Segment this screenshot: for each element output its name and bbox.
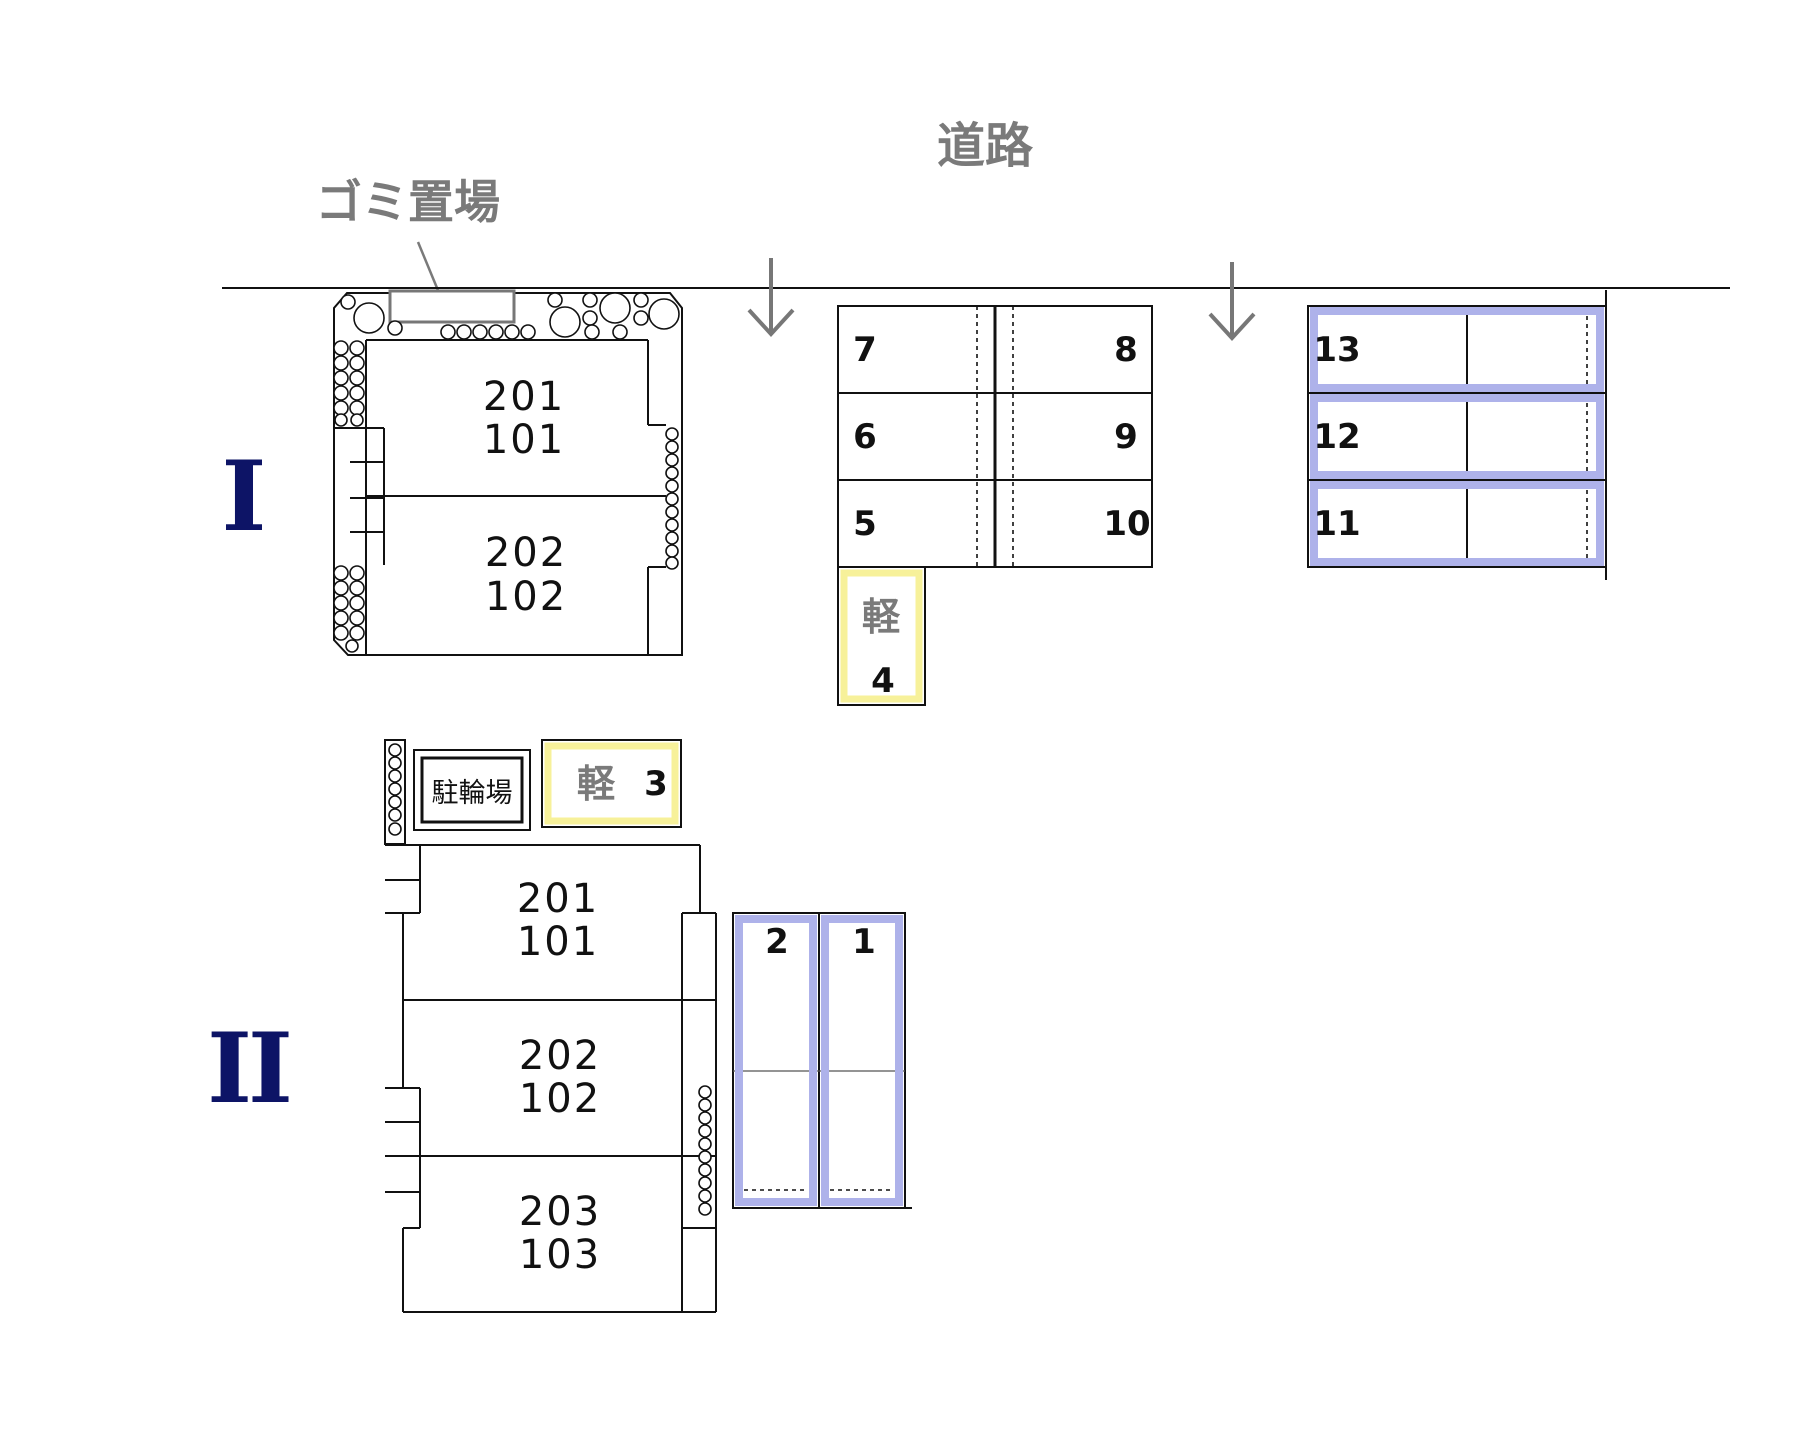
parking-block-11-13 xyxy=(1307,290,1607,580)
parking-space-8: 8 xyxy=(1114,330,1138,370)
building-2-unit-103: 103 xyxy=(519,1232,601,1278)
parking-space-5: 5 xyxy=(853,504,877,544)
parking-space-1: 1 xyxy=(852,922,876,962)
building-2-unit-101: 101 xyxy=(517,919,599,965)
building-1-unit-201: 201 xyxy=(483,374,565,420)
entrance-arrow-icon xyxy=(1208,262,1256,341)
parking-space-2: 2 xyxy=(765,922,789,962)
parking-block-1-2 xyxy=(732,912,912,1209)
building-2-unit-102: 102 xyxy=(519,1076,601,1122)
shrub-border-icon xyxy=(388,743,402,836)
parking-space-12: 12 xyxy=(1313,417,1360,457)
parking-space-4: 4 xyxy=(871,661,895,701)
parking-space-11: 11 xyxy=(1313,504,1360,544)
kei-parking-space-3 xyxy=(541,739,682,828)
shrub-border-icon xyxy=(333,340,365,427)
building-2-unit-201: 201 xyxy=(517,876,599,922)
building-2-unit-202: 202 xyxy=(519,1033,601,1079)
building-1-label: I xyxy=(222,440,267,553)
building-1-unit-101: 101 xyxy=(483,417,565,463)
parking-space-3: 3 xyxy=(644,764,668,804)
parking-space-6: 6 xyxy=(853,417,877,457)
road-label: 道路 xyxy=(937,118,1034,174)
shrub-border-icon xyxy=(665,427,679,570)
building-1-unit-202: 202 xyxy=(485,530,567,576)
garbage-label: ゴミ置場 xyxy=(316,175,500,229)
building-1-unit-102: 102 xyxy=(485,574,567,620)
parking-space-9: 9 xyxy=(1114,417,1138,457)
shrub-border-icon xyxy=(698,1085,712,1216)
parking-space-7: 7 xyxy=(853,330,877,370)
bicycle-parking-label: 駐輪場 xyxy=(432,778,513,809)
building-2-label: II xyxy=(207,1012,289,1125)
parking-block-5-10 xyxy=(837,305,1153,568)
entrance-arrow-icon xyxy=(747,258,795,337)
kei-label-3: 軽 xyxy=(577,762,616,806)
bicycle-parking-inner xyxy=(420,756,524,824)
building-2 xyxy=(385,844,717,1313)
parking-space-13: 13 xyxy=(1313,330,1360,370)
building-2-unit-203: 203 xyxy=(519,1189,601,1235)
kei-label-4: 軽 xyxy=(862,595,901,639)
kei-parking-space-4 xyxy=(837,566,926,706)
building-1 xyxy=(334,339,666,655)
garbage-enclosure xyxy=(388,289,516,324)
parking-space-10: 10 xyxy=(1103,504,1150,544)
shrub-border-icon xyxy=(333,565,365,653)
